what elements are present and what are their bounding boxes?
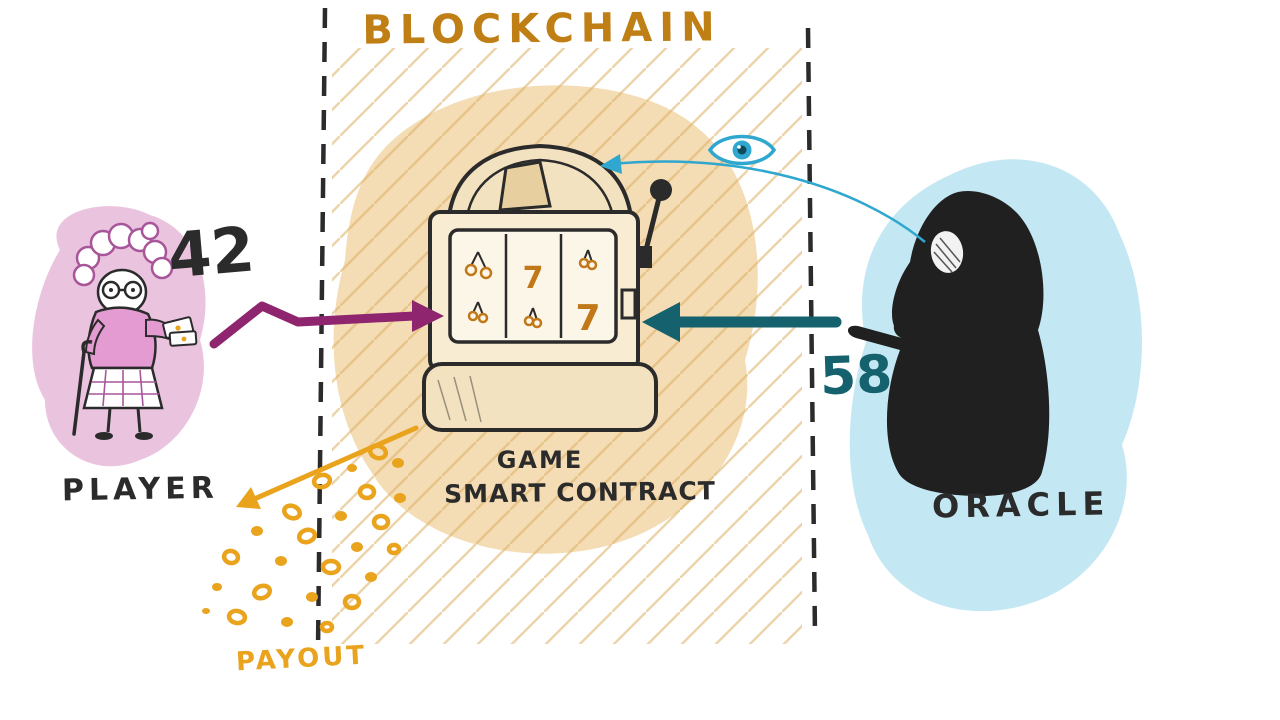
oracle-label: ORACLE: [931, 484, 1111, 526]
contract-label-line1: GAME: [496, 446, 584, 474]
oracle-illustration: [847, 190, 1050, 497]
observation-line: [600, 154, 926, 243]
zone-divider-right: [805, 27, 818, 637]
player-illustration: [72, 221, 198, 440]
player-number-value: 42: [164, 212, 258, 293]
reel-seven: 7: [575, 298, 600, 339]
ticket-icons: [162, 316, 198, 347]
player-label: PLAYER: [61, 470, 220, 509]
player-bet-arrow: [209, 300, 444, 349]
reel-seven: 7: [523, 261, 544, 296]
oracle-number-value: 58: [818, 344, 894, 408]
cherry-symbols: [464, 249, 598, 329]
blockchain-zone-title: BLOCKCHAIN: [362, 4, 722, 54]
contract-label-line2: SMART CONTRACT: [443, 476, 717, 509]
payout-arrow: [236, 425, 419, 509]
oracle-number-arrow: [642, 302, 842, 342]
payout-coins: [202, 443, 406, 634]
slot-machine-illustration: 7 7 7: [422, 143, 672, 432]
zone-divider-left: [315, 7, 328, 651]
eye-icon: [707, 134, 777, 166]
